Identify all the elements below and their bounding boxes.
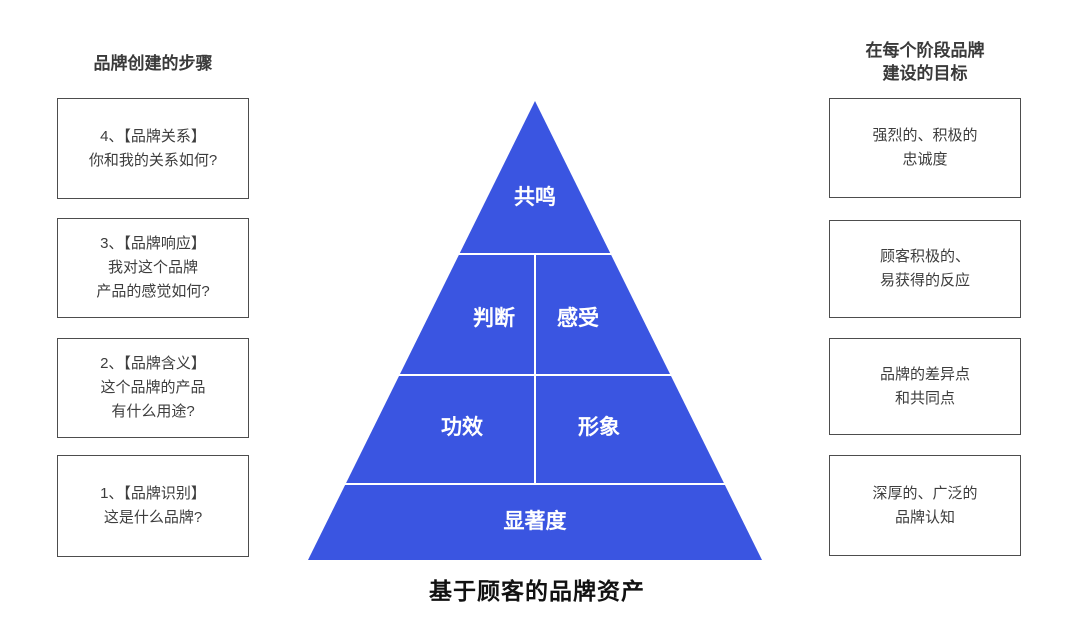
goal-box-line: 忠诚度 [902,151,948,168]
goal-box-loyalty: 强烈的、积极的 忠诚度 [829,98,1021,198]
pyramid-label-judgments: 判断 [473,306,515,330]
step-box-line: 这是什么品牌? [103,509,203,526]
step-box-line: 你和我的关系如何? [88,151,218,169]
step-box-line: 1、【品牌识别】 [100,485,206,503]
step-box-4-brand-relationship: 4、【品牌关系】 你和我的关系如何? [57,98,249,199]
goal-box-line: 深厚的、广泛的 [872,484,978,502]
step-box-line: 这个品牌的产品 [100,379,206,397]
goal-box-line: 强烈的、积极的 [872,127,978,145]
goal-box-line: 品牌认知 [894,508,955,526]
right-panel-title-line: 在每个阶段品牌 [865,41,985,60]
step-box-line: 2、【品牌含义】 [100,355,206,373]
goal-box-points-of-difference: 品牌的差异点 和共同点 [829,338,1021,435]
pyramid-label-resonance: 共鸣 [514,185,556,209]
step-box-line: 3、【品牌响应】 [100,235,206,253]
goal-box-line: 和共同点 [894,389,955,407]
step-box-3-brand-response: 3、【品牌响应】 我对这个品牌 产品的感觉如何? [57,218,249,318]
goal-box-line: 品牌的差异点 [879,365,970,383]
pyramid-label-salience: 显著度 [504,509,567,533]
right-panel-title: 在每个阶段品牌 建设的目标 [828,40,1022,86]
goal-box-awareness: 深厚的、广泛的 品牌认知 [829,455,1021,556]
pyramid-label-performance: 功效 [441,415,483,439]
left-panel-title: 品牌创建的步骤 [93,54,213,73]
step-box-line: 4、【品牌关系】 [100,127,206,145]
step-box-line: 有什么用途? [111,402,195,420]
step-box-line: 产品的感觉如何? [96,282,210,300]
right-panel-title-line: 建设的目标 [882,63,968,83]
step-box-line: 我对这个品牌 [107,259,198,277]
step-box-2-brand-meaning: 2、【品牌含义】 这个品牌的产品 有什么用途? [57,338,249,438]
goal-box-line: 顾客积极的、 [879,248,970,266]
pyramid-label-imagery: 形象 [578,415,620,439]
pyramid-label-feelings: 感受 [557,306,599,330]
goal-box-reactions: 顾客积极的、 易获得的反应 [829,220,1021,318]
step-box-1-brand-identity: 1、【品牌识别】 这是什么品牌? [57,455,249,557]
goal-box-line: 易获得的反应 [879,272,970,289]
diagram-caption: 基于顾客的品牌资产 [429,578,645,604]
